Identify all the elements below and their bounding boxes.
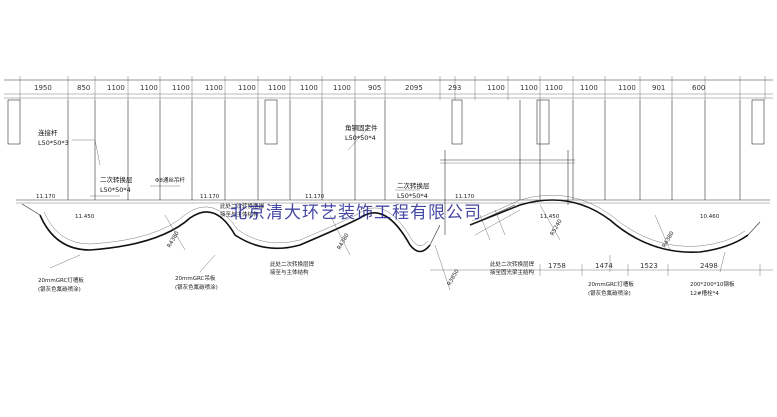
level-label-4: 11.170 — [305, 194, 325, 200]
top-dim-19: 901 — [652, 84, 665, 92]
secondary-frame-1-name: 二次转换层 — [100, 175, 133, 184]
secondary-frame-2-spec: L50*50*4 — [397, 192, 428, 200]
connecting-rod-name: 连接杆 — [38, 128, 58, 137]
note-a-line-1: 此处二次转换层焊 — [220, 202, 265, 210]
company-watermark: 北京清大环艺装饰工程有限公司 — [230, 203, 482, 223]
bottom-dim-2: 1474 — [595, 262, 613, 270]
hanger-rods — [67, 100, 741, 200]
bottom-dimension-texts: 1758 1474 1523 2498 — [548, 262, 718, 270]
top-dim-5: 1100 — [172, 84, 190, 92]
bottom-dim-4: 2498 — [700, 262, 718, 270]
top-dim-2: 850 — [77, 84, 90, 92]
top-dim-18: 1100 — [618, 84, 636, 92]
top-dim-10: 1100 — [333, 84, 351, 92]
top-dim-3: 1100 — [107, 84, 125, 92]
top-dim-6: 1100 — [205, 84, 223, 92]
bottom-dimension-line — [430, 264, 773, 276]
note-b-line-1: 此处二次转换层焊 — [270, 260, 315, 268]
note-a-line-2: 接至与主体结构 — [220, 210, 259, 218]
radius-label-3: R3850 — [447, 268, 461, 287]
top-dim-14: 1100 — [487, 84, 505, 92]
top-dim-8: 1100 — [268, 84, 286, 92]
level-label-2: 11.450 — [75, 214, 95, 220]
level-labels: 11.170 11.450 11.170 11.170 11.170 11.45… — [36, 194, 720, 220]
secondary-frame — [16, 150, 770, 235]
top-dim-17: 1100 — [580, 84, 598, 92]
top-dim-20: 600 — [692, 84, 705, 92]
top-dimension-line — [4, 76, 773, 100]
top-dim-13: 293 — [448, 84, 461, 92]
grc-trough-right-line-2: (银灰色氟碳喷涂) — [588, 289, 631, 297]
bottom-dim-1: 1758 — [548, 262, 566, 270]
connecting-rod-spec: L50*50*3 — [38, 139, 69, 147]
grc-ceiling-line-1: 20mmGRC吊板 — [175, 274, 216, 282]
level-label-1: 11.170 — [36, 194, 56, 200]
connecting-rod-boxes — [7, 99, 765, 145]
steel-plate-line-2: 12#槽栓*4 — [690, 289, 719, 297]
secondary-frame-1-spec: L50*50*4 — [100, 186, 131, 194]
annotation-labels: 连接杆 L50*50*3 角钢固定件 L50*50*4 二次转换层 L50*50… — [38, 123, 735, 297]
annotation-leaders — [49, 125, 726, 273]
steel-plate-line-1: 200*200*10钢板 — [690, 280, 735, 288]
radius-leaders — [164, 204, 671, 291]
top-dim-16: 1100 — [545, 84, 563, 92]
top-dim-7: 1100 — [238, 84, 256, 92]
level-label-6: 11.450 — [540, 214, 560, 220]
secondary-frame-2-name: 二次转换层 — [397, 181, 430, 190]
angle-steel-spec: L50*50*4 — [345, 134, 376, 142]
radius-label-2: R4380 — [337, 232, 351, 251]
note-c-line-1: 此处二次转换层焊 — [490, 260, 535, 268]
grc-trough-left-line-2: (银灰色氟碳喷涂) — [38, 285, 81, 293]
top-dim-12: 2095 — [405, 84, 423, 92]
top-dim-15: 1100 — [520, 84, 538, 92]
grc-trough-left-line-1: 20mmGRC灯槽板 — [38, 276, 84, 284]
note-b-line-2: 接至与主体结构 — [270, 268, 309, 276]
grc-ceiling-line-2: (银灰色氟碳喷涂) — [175, 283, 218, 291]
transfer-truss — [469, 204, 521, 241]
angle-steel-name: 角钢固定件 — [345, 123, 378, 132]
level-label-3: 11.170 — [200, 194, 220, 200]
level-label-5: 11.170 — [455, 194, 475, 200]
wave-ceiling-profile — [21, 194, 761, 254]
grc-trough-right-line-1: 20mmGRC灯槽板 — [588, 280, 634, 288]
hanger-rod-label: Φ8通丝吊杆 — [155, 176, 185, 184]
top-dim-11: 905 — [368, 84, 381, 92]
radius-label-4: R4380 — [662, 230, 676, 249]
top-dim-4: 1100 — [140, 84, 158, 92]
radius-labels: R4380 R4380 R3850 R4380 R5240 — [167, 218, 676, 287]
top-dim-1: 1950 — [34, 84, 52, 92]
top-dimension-texts: 1950 850 1100 1100 1100 1100 1100 1100 1… — [34, 84, 705, 92]
level-label-7: 10.460 — [700, 214, 720, 220]
note-c-line-2: 接至固光梁主结构 — [490, 268, 535, 276]
bottom-dim-3: 1523 — [640, 262, 658, 270]
top-dim-9: 1100 — [300, 84, 318, 92]
